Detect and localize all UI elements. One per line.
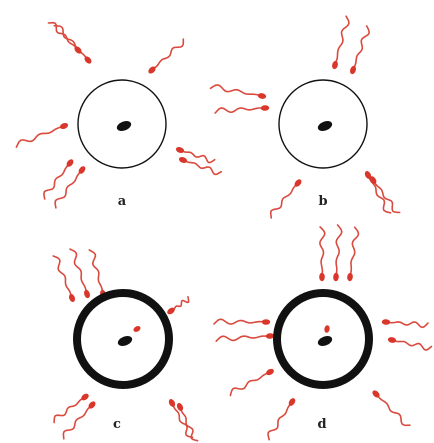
sperm-head xyxy=(347,272,354,281)
sperm-tail xyxy=(89,250,103,294)
sperm-cell xyxy=(166,297,189,316)
sperm-cell xyxy=(215,105,269,113)
sperm-head xyxy=(80,392,90,402)
sperm-tail xyxy=(16,126,64,147)
panel-label-d: d xyxy=(317,417,326,432)
sperm-head xyxy=(59,122,69,130)
sperm-cell xyxy=(382,319,428,327)
sperm-head xyxy=(175,146,185,154)
sperm-cell xyxy=(268,397,297,440)
sperm-head xyxy=(349,65,357,75)
sperm-tail xyxy=(54,397,85,423)
sperm-head xyxy=(382,319,391,325)
sperm-tail xyxy=(350,227,359,277)
sperm-head xyxy=(262,319,270,325)
sperm-head xyxy=(68,293,76,303)
sperm-cell xyxy=(387,336,431,350)
sperm-cell xyxy=(230,368,275,396)
sperm-tail xyxy=(70,249,87,294)
sperm-head xyxy=(257,92,266,99)
panel-label-c: c xyxy=(113,417,121,432)
sperm-tail xyxy=(214,319,266,324)
sperm-cell xyxy=(53,256,76,303)
sperm-cell xyxy=(89,250,106,299)
sperm-cell xyxy=(364,170,391,213)
sperm-tail xyxy=(53,256,72,298)
sperm-head xyxy=(331,60,339,70)
sperm-tail xyxy=(376,394,410,425)
sperm-head xyxy=(333,273,339,282)
sperm-head xyxy=(265,368,275,377)
sperm-tail xyxy=(373,180,400,213)
sperm-tail xyxy=(215,108,265,113)
sperm-cell xyxy=(214,319,270,325)
sperm-head xyxy=(387,336,396,343)
sperm-tail xyxy=(216,336,270,341)
sperm-head xyxy=(168,398,177,408)
sperm-tail xyxy=(183,160,221,174)
panel-label-a: a xyxy=(118,194,127,209)
sperm-cell xyxy=(211,85,267,100)
sperm-tail xyxy=(353,26,369,70)
panel-a: a xyxy=(16,23,221,209)
sperm-head xyxy=(319,273,325,281)
panel-b: b xyxy=(211,16,400,218)
sperm-cell xyxy=(63,400,96,439)
sperm-cell xyxy=(216,333,274,341)
sperm-cell xyxy=(147,39,183,75)
sperm-cell xyxy=(333,225,342,281)
sperm-tail xyxy=(271,183,298,218)
sperm-tail xyxy=(268,402,292,440)
sperm-cell xyxy=(16,122,69,147)
sperm-head xyxy=(178,156,188,164)
sperm-tail xyxy=(386,322,428,328)
sperm-tail xyxy=(320,227,325,277)
sperm-cell xyxy=(54,392,90,422)
sperm-cell xyxy=(271,178,303,218)
sperm-cell xyxy=(347,227,359,281)
sperm-cell xyxy=(178,156,221,174)
sperm-tail xyxy=(211,85,263,96)
sperm-cell xyxy=(44,158,75,199)
sperm-cell xyxy=(319,227,325,281)
sperm-cell xyxy=(331,16,349,70)
sperm-tail xyxy=(63,405,92,439)
sperm-head xyxy=(83,289,91,299)
sperm-cell xyxy=(349,26,369,75)
panel-label-b: b xyxy=(318,194,327,209)
sperm-tail xyxy=(336,225,342,277)
sperm-tail xyxy=(152,39,183,70)
panel-c: c xyxy=(53,249,197,441)
sperm-tail xyxy=(392,340,432,350)
sperm-tail xyxy=(230,372,270,396)
sperm-head xyxy=(261,105,270,111)
sperm-cell xyxy=(70,249,91,299)
sperm-cell xyxy=(371,389,410,425)
panel-d: d xyxy=(214,225,432,440)
sperm-tail xyxy=(335,16,349,65)
sperm-cell xyxy=(55,165,87,208)
sperm-tail xyxy=(55,170,82,208)
